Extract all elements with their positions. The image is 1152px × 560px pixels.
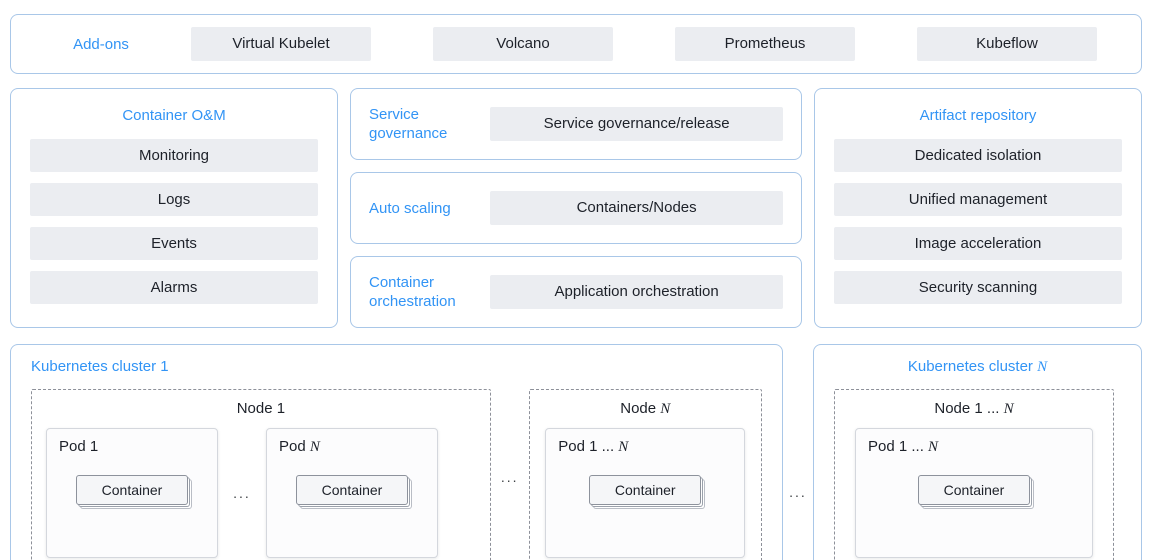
capabilities-row: Container O&M Monitoring Logs Events Ala… <box>10 88 1142 328</box>
artifact-repository-panel: Artifact repository Dedicated isolation … <box>814 88 1142 328</box>
cluster-n-title: Kubernetes cluster N <box>834 357 1121 377</box>
repo-item-dedicated-isolation: Dedicated isolation <box>834 139 1122 172</box>
addons-items: Virtual Kubelet Volcano Prometheus Kubef… <box>191 27 1097 61</box>
cluster-1-nodes: Node 1 Pod 1 Container ... Pod N Contain… <box>31 389 762 560</box>
container-orchestration-label: Container orchestration <box>369 274 456 310</box>
node-n-container-box: Container <box>589 475 702 505</box>
pod-n-container-box: Container <box>296 475 408 505</box>
node-1-pods: Pod 1 Container ... Pod N Container <box>46 428 476 558</box>
auto-scaling-item: Containers/Nodes <box>490 191 783 225</box>
node-n-pod-label: Pod 1 ... N <box>546 437 744 457</box>
service-governance-panel: Service governance Service governance/re… <box>350 88 802 160</box>
kubernetes-cluster-1-panel: Kubernetes cluster 1 Node 1 Pod 1 Contai… <box>10 344 783 560</box>
addons-label: Add-ons <box>73 35 129 53</box>
addon-volcano: Volcano <box>433 27 613 61</box>
node-n-pods: Pod 1 ... N Container <box>544 428 747 558</box>
clusters-ellipsis: ... <box>789 484 807 500</box>
pods-ellipsis: ... <box>233 485 251 501</box>
node-n-label-text: Node <box>620 400 661 417</box>
pod-n-card: Pod N Container <box>266 428 438 558</box>
cluster-n-pod-card: Pod 1 ... N Container <box>855 428 1093 558</box>
container-om-title: Container O&M <box>122 107 226 124</box>
node-n-pod-label-italic: N <box>618 439 629 455</box>
addon-virtual-kubelet: Virtual Kubelet <box>191 27 371 61</box>
container-om-panel: Container O&M Monitoring Logs Events Ala… <box>10 88 338 328</box>
clusters-row: Kubernetes cluster 1 Node 1 Pod 1 Contai… <box>10 344 1142 560</box>
pod-n-label-italic: N <box>309 439 320 455</box>
service-governance-item: Service governance/release <box>490 107 783 141</box>
om-item-monitoring: Monitoring <box>30 139 318 172</box>
cluster-1-title: Kubernetes cluster 1 <box>31 357 762 377</box>
om-item-alarms: Alarms <box>30 271 318 304</box>
node-1-label: Node 1 <box>46 398 476 420</box>
cluster-n-nodes: Node 1 ... N Pod 1 ... N Container <box>834 389 1121 560</box>
pod-1-container-box: Container <box>76 475 188 505</box>
artifact-repository-title: Artifact repository <box>919 107 1037 124</box>
cluster-1-title-text: Kubernetes cluster 1 <box>31 358 169 375</box>
addon-prometheus: Prometheus <box>675 27 855 61</box>
addons-panel: Add-ons Virtual Kubelet Volcano Promethe… <box>10 14 1142 74</box>
container-orchestration-panel: Container orchestration Application orch… <box>350 256 802 328</box>
cluster-n-container-box: Container <box>918 475 1030 505</box>
cluster-n-pod-label-text: Pod 1 ... <box>868 438 929 455</box>
node-n-pod-card: Pod 1 ... N Container <box>545 428 746 558</box>
container-orchestration-item: Application orchestration <box>490 275 783 309</box>
cluster-n-node-label-italic: N <box>1003 401 1014 417</box>
node-n-pod-label-text: Pod 1 ... <box>558 438 619 455</box>
node-1-box: Node 1 Pod 1 Container ... Pod N Contain… <box>31 389 491 560</box>
repo-item-security-scanning: Security scanning <box>834 271 1122 304</box>
cluster-n-node-box: Node 1 ... N Pod 1 ... N Container <box>834 389 1114 560</box>
pod-n-label: Pod N <box>267 437 437 457</box>
addon-kubeflow: Kubeflow <box>917 27 1097 61</box>
om-item-logs: Logs <box>30 183 318 216</box>
kubernetes-cluster-n-panel: Kubernetes cluster N Node 1 ... N Pod 1 … <box>813 344 1142 560</box>
nodes-ellipsis: ... <box>500 469 519 485</box>
cluster-n-node-label: Node 1 ... N <box>849 398 1099 420</box>
pod-1-card: Pod 1 Container <box>46 428 218 558</box>
pod-1-label: Pod 1 <box>47 437 217 457</box>
cluster-n-title-text: Kubernetes cluster <box>907 358 1038 375</box>
middle-capabilities-column: Service governance Service governance/re… <box>350 88 802 328</box>
cluster-n-node-label-text: Node 1 ... <box>934 400 1004 417</box>
cluster-n-pods: Pod 1 ... N Container <box>849 428 1099 558</box>
node-1-label-text: Node 1 <box>236 400 286 417</box>
node-n-box: Node N Pod 1 ... N Container <box>528 389 762 560</box>
auto-scaling-label: Auto scaling <box>369 199 451 217</box>
pod-1-label-text: Pod 1 <box>59 438 99 455</box>
node-n-label: Node N <box>544 398 747 420</box>
node-n-label-italic: N <box>660 401 671 417</box>
repo-item-image-acceleration: Image acceleration <box>834 227 1122 260</box>
repo-item-unified-management: Unified management <box>834 183 1122 216</box>
service-governance-label: Service governance <box>369 106 448 142</box>
auto-scaling-panel: Auto scaling Containers/Nodes <box>350 172 802 244</box>
om-item-events: Events <box>30 227 318 260</box>
cluster-n-pod-label-italic: N <box>928 439 939 455</box>
pod-n-label-text: Pod <box>279 438 310 455</box>
cluster-n-pod-label: Pod 1 ... N <box>856 437 1092 457</box>
cluster-n-title-italic: N <box>1037 359 1048 375</box>
